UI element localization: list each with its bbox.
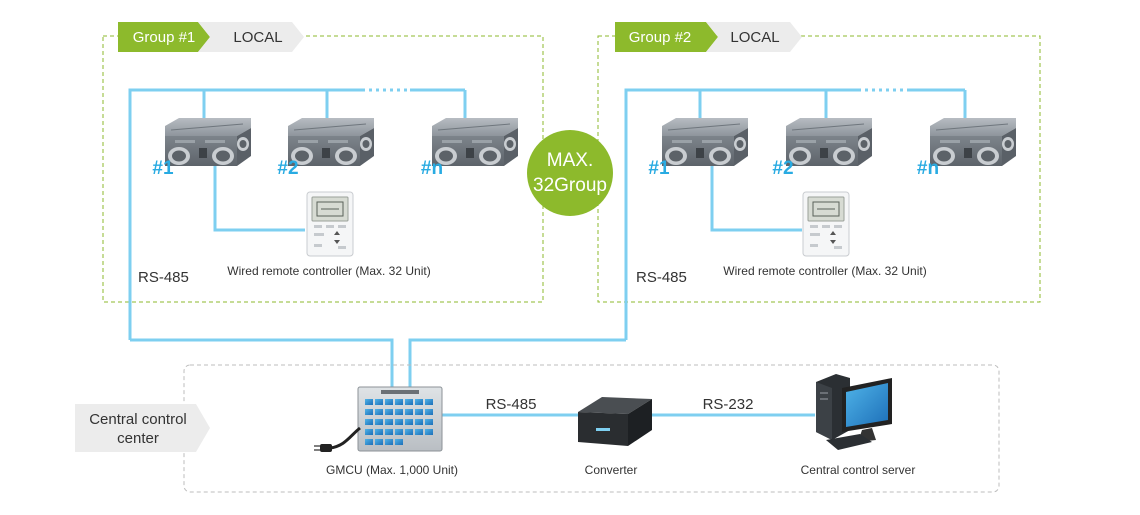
wired-remote-controller-icon <box>802 191 850 257</box>
central-control-center: Central control center GMCU (Max. 1,000 … <box>75 364 1000 493</box>
group-1-wiring <box>128 88 467 340</box>
center-title-line1: Central control <box>89 411 187 428</box>
converter-box-icon <box>578 397 652 446</box>
erv-unit-icon <box>164 117 252 167</box>
group-1-border <box>102 35 544 303</box>
bus-label: RS-485 <box>636 269 687 286</box>
link-rs232-label: RS-232 <box>703 396 754 413</box>
converter-label: Converter <box>585 463 638 477</box>
unit-label-n: #n <box>421 158 443 179</box>
group-2-mode-label: LOCAL <box>730 29 779 46</box>
group-2-mode-tag <box>706 22 802 52</box>
gmcu-panel-icon <box>357 386 443 452</box>
erv-unit-icon <box>661 117 749 167</box>
max-badge-line2: 32Group <box>533 175 607 196</box>
group-1-label: Group #1 <box>133 29 196 46</box>
erv-unit-icon <box>785 117 873 167</box>
group-2-label: Group #2 <box>629 29 692 46</box>
group-1-mode-label: LOCAL <box>233 29 282 46</box>
link-rs485-label: RS-485 <box>486 396 537 413</box>
erv-unit-icon <box>431 117 519 167</box>
center-tag <box>75 404 210 452</box>
remote-controller-label: Wired remote controller (Max. 32 Unit) <box>227 264 430 278</box>
unit-label-2: #2 <box>277 158 298 179</box>
group-2-tag <box>615 22 718 52</box>
gmcu-label: GMCU (Max. 1,000 Unit) <box>326 463 458 477</box>
center-title-line2: center <box>117 430 159 447</box>
server-label: Central control server <box>801 463 916 477</box>
erv-unit-icon <box>287 117 375 167</box>
trunk-wiring <box>130 338 815 417</box>
power-plug-icon <box>314 426 361 452</box>
wired-remote-controller-icon <box>306 191 354 257</box>
server-computer-icon <box>816 374 892 450</box>
group-2: Group #2 LOCAL #1 #2 #n Wired remote con… <box>597 22 1041 340</box>
remote-controller-label: Wired remote controller (Max. 32 Unit) <box>723 264 926 278</box>
group-1-tag <box>118 22 210 52</box>
group-1: Group #1 LOCAL #1 #2 #n Wired remote con… <box>102 22 544 340</box>
erv-unit-icon <box>929 117 1017 167</box>
unit-label-1: #1 <box>152 158 174 179</box>
group-1-mode-tag <box>198 22 304 52</box>
max-group-badge: MAX. 32Group <box>527 130 613 216</box>
unit-label-n: #n <box>917 158 939 179</box>
unit-label-2: #2 <box>772 158 793 179</box>
bus-label: RS-485 <box>138 269 189 286</box>
group-2-wiring <box>624 88 967 340</box>
max-badge-line1: MAX. <box>547 150 593 171</box>
unit-label-1: #1 <box>648 158 670 179</box>
